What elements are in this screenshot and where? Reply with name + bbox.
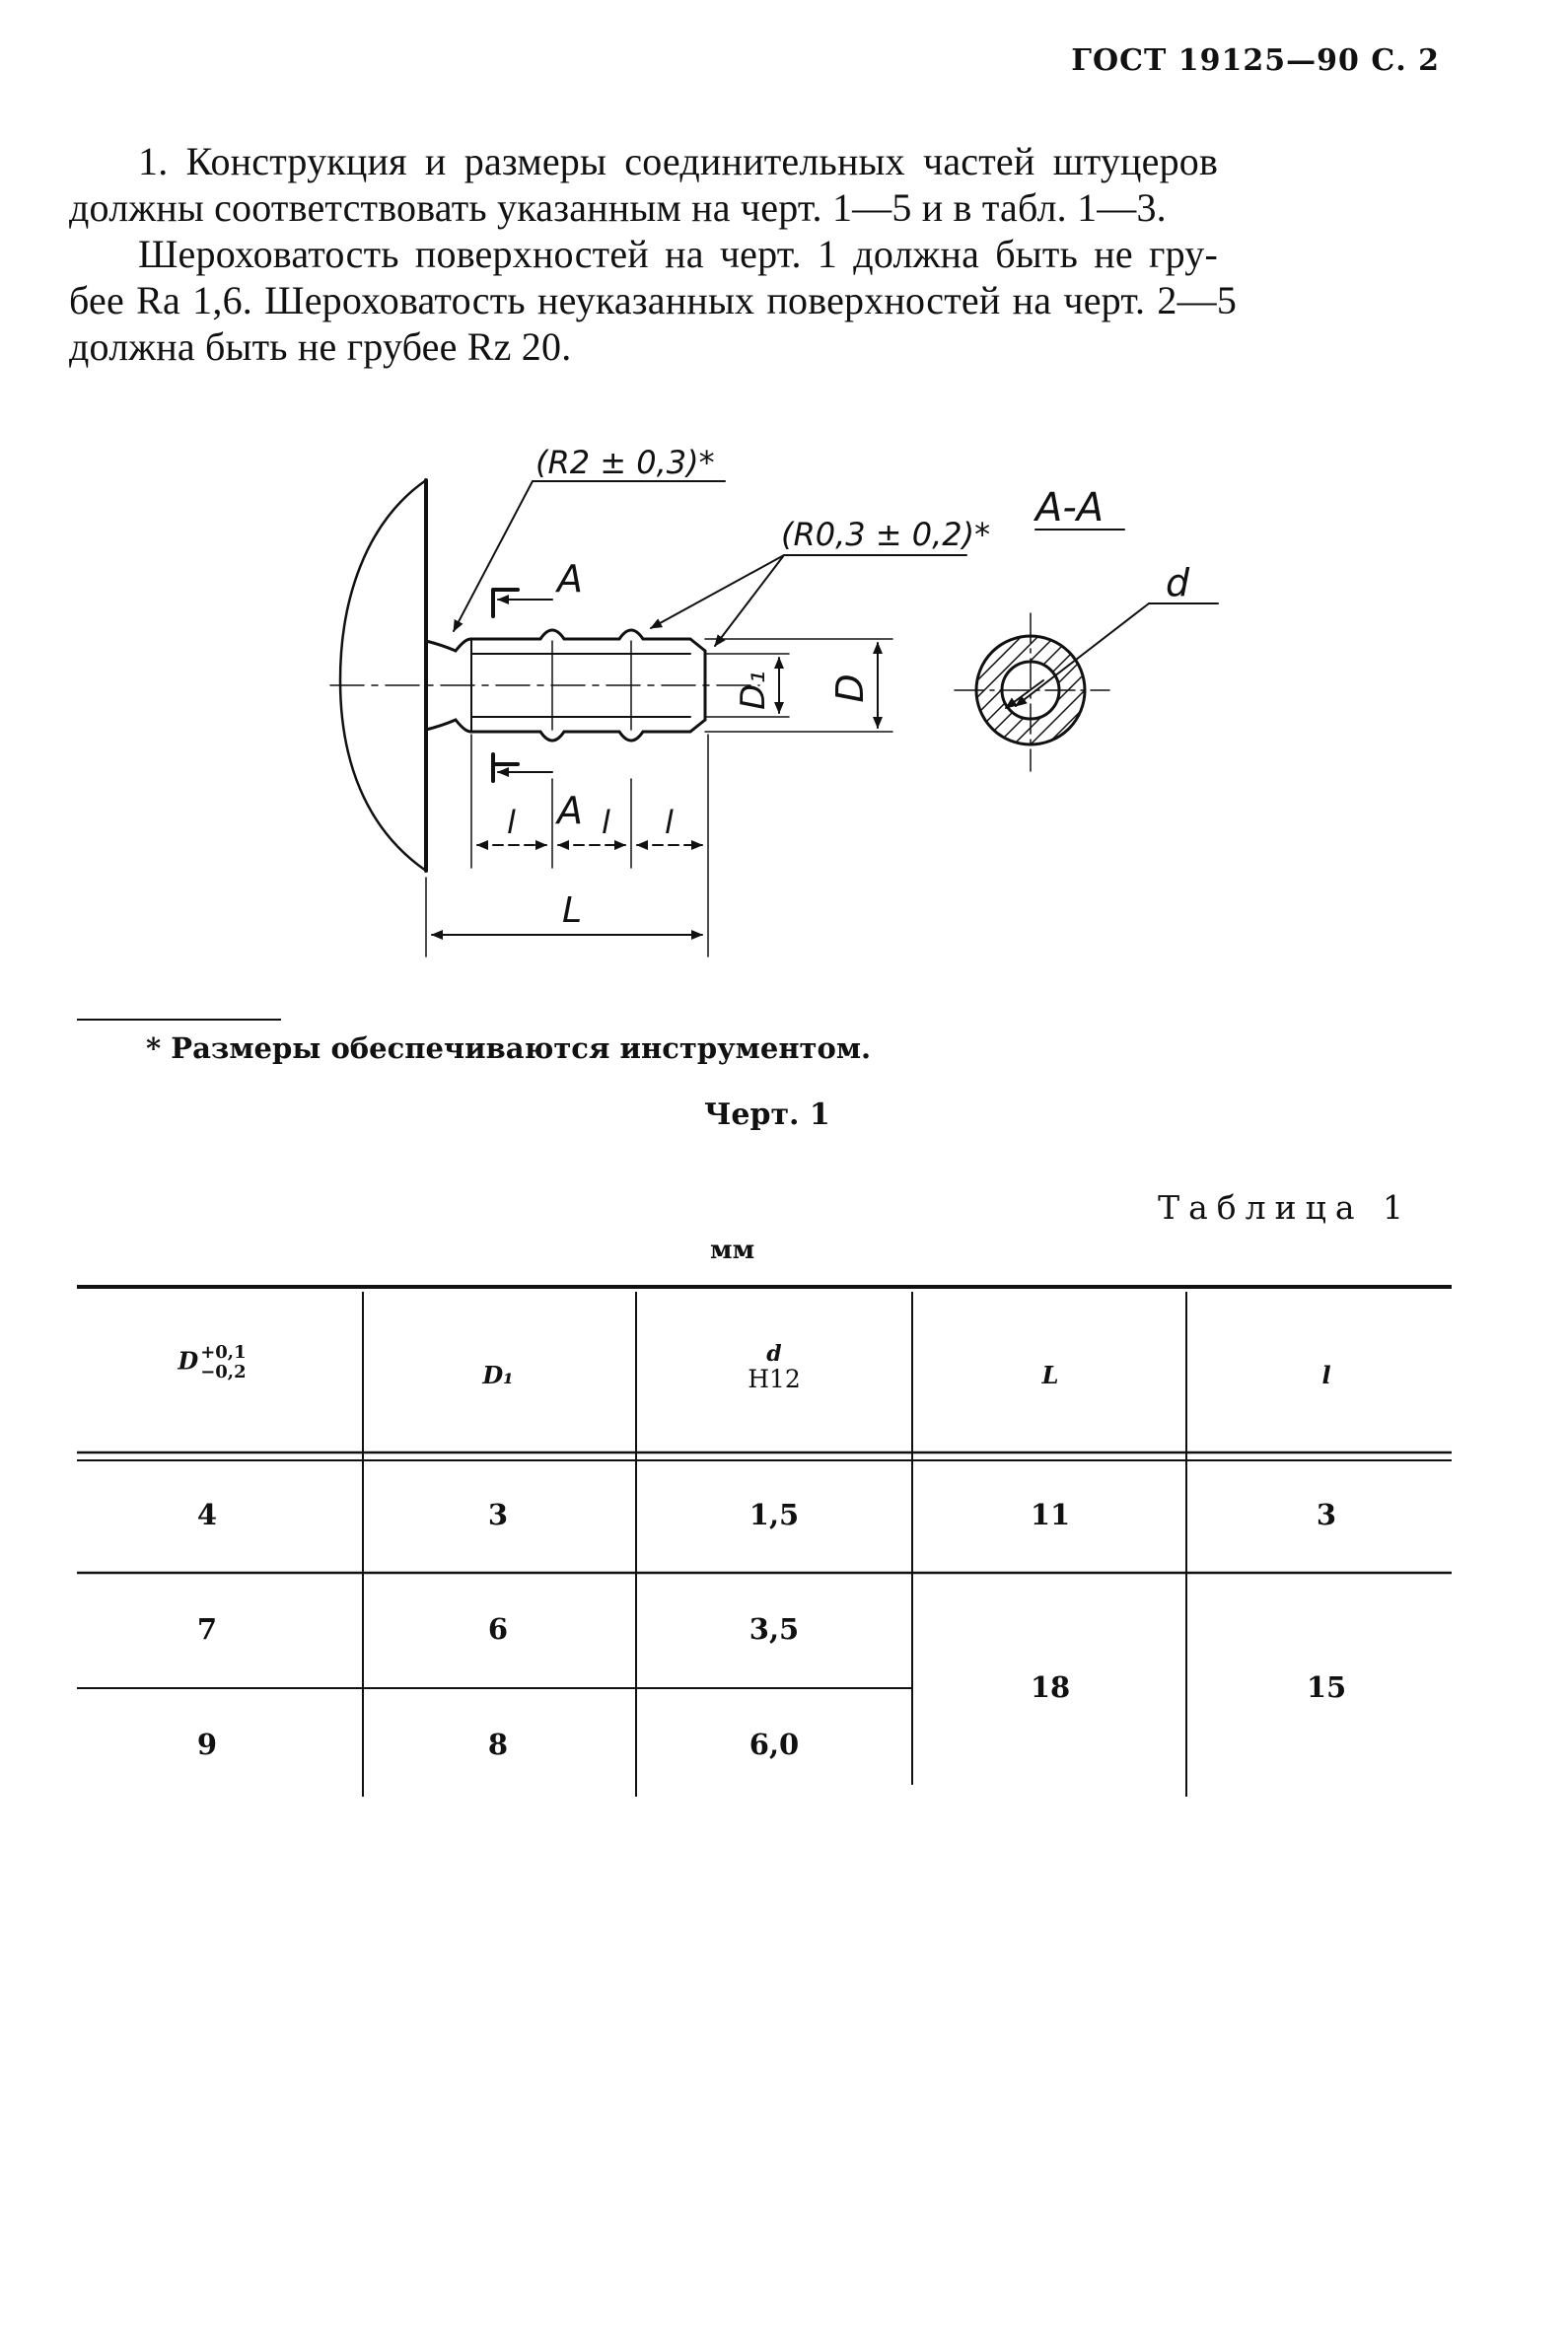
table-units: мм — [710, 1236, 755, 1265]
table-cell: 3 — [1316, 1498, 1337, 1531]
header-D-symbol: D — [178, 1346, 199, 1376]
paragraph-line: 1. Конструкция и размеры соединительных … — [138, 139, 1219, 183]
table-cell: 8 — [487, 1728, 509, 1761]
dim-d-label: d — [1166, 561, 1190, 604]
table-cell: 7 — [196, 1612, 218, 1646]
paragraph-construction: 1. Конструкция и размеры соединительных … — [69, 138, 1450, 231]
dim-l-label: l — [602, 804, 610, 841]
header-d: d Н12 — [671, 1343, 878, 1391]
table-cell-merged: 18 — [1030, 1670, 1071, 1704]
section-mark-top: А — [554, 557, 583, 601]
radius-callout-1: (R2 ± 0,3)* — [535, 444, 715, 481]
section-mark-bottom: А — [554, 789, 583, 832]
paragraph-line: Шероховатость поверхностей на черт. 1 до… — [138, 232, 1218, 276]
table-cell: 6 — [487, 1612, 509, 1646]
paragraph-roughness: Шероховатость поверхностей на черт. 1 до… — [69, 231, 1450, 370]
dim-L-label: L — [562, 890, 582, 931]
radius-callout-2: (R0,3 ± 0,2)* — [781, 516, 990, 553]
dim-D1-label: D₁ — [734, 671, 773, 710]
table-cell-merged: 15 — [1306, 1670, 1347, 1704]
table-cell: 4 — [196, 1498, 218, 1531]
table-grid — [77, 1285, 1452, 1797]
figure-caption: Черт. 1 — [704, 1098, 830, 1132]
table-cell: 11 — [1030, 1498, 1071, 1531]
header-D1: D₁ — [394, 1364, 602, 1387]
header-L-symbol: L — [1041, 1361, 1059, 1389]
paragraph-line: должны соответствовать указанным на черт… — [69, 185, 1167, 230]
section-label: А-А — [1033, 485, 1104, 531]
flange-break-line — [338, 478, 428, 873]
fitting-drawing: (R2 ± 0,3)* (R0,3 ± 0,2)* А-А А А d D₁ D… — [329, 444, 1219, 957]
header-d-fit: Н12 — [748, 1365, 801, 1393]
paragraph-line: должна быть не грубее Rz 20. — [69, 324, 572, 369]
table-title: Таблица 1 — [1158, 1188, 1412, 1227]
dim-l-label: l — [507, 804, 516, 841]
header-D-tol-lower: −0,2 — [200, 1362, 247, 1382]
page-header: ГОСТ 19125—90 С. 2 — [1071, 43, 1440, 78]
footnote-rule — [77, 1019, 281, 1021]
table-cell: 9 — [196, 1728, 218, 1761]
table-cell: 3 — [487, 1498, 509, 1531]
table-cell: 1,5 — [748, 1498, 800, 1531]
table-cell: 3,5 — [748, 1612, 800, 1646]
header-D-tol-upper: +0,1 — [200, 1342, 247, 1363]
table-cell: 6,0 — [748, 1728, 800, 1761]
paragraph-line: бее Ra 1,6. Шероховатость неуказанных по… — [69, 278, 1238, 322]
footnote: * Размеры обеспечиваются инструментом. — [146, 1031, 872, 1065]
header-D: D+0,1−0,2 — [108, 1343, 316, 1382]
header-l: l — [1223, 1364, 1430, 1387]
header-D1-symbol: D₁ — [482, 1361, 514, 1389]
header-d-symbol: d — [766, 1341, 782, 1367]
dim-D-label: D — [828, 673, 872, 702]
dim-l-label: l — [665, 804, 674, 841]
header-L: L — [947, 1364, 1154, 1387]
header-l-symbol: l — [1321, 1361, 1331, 1389]
